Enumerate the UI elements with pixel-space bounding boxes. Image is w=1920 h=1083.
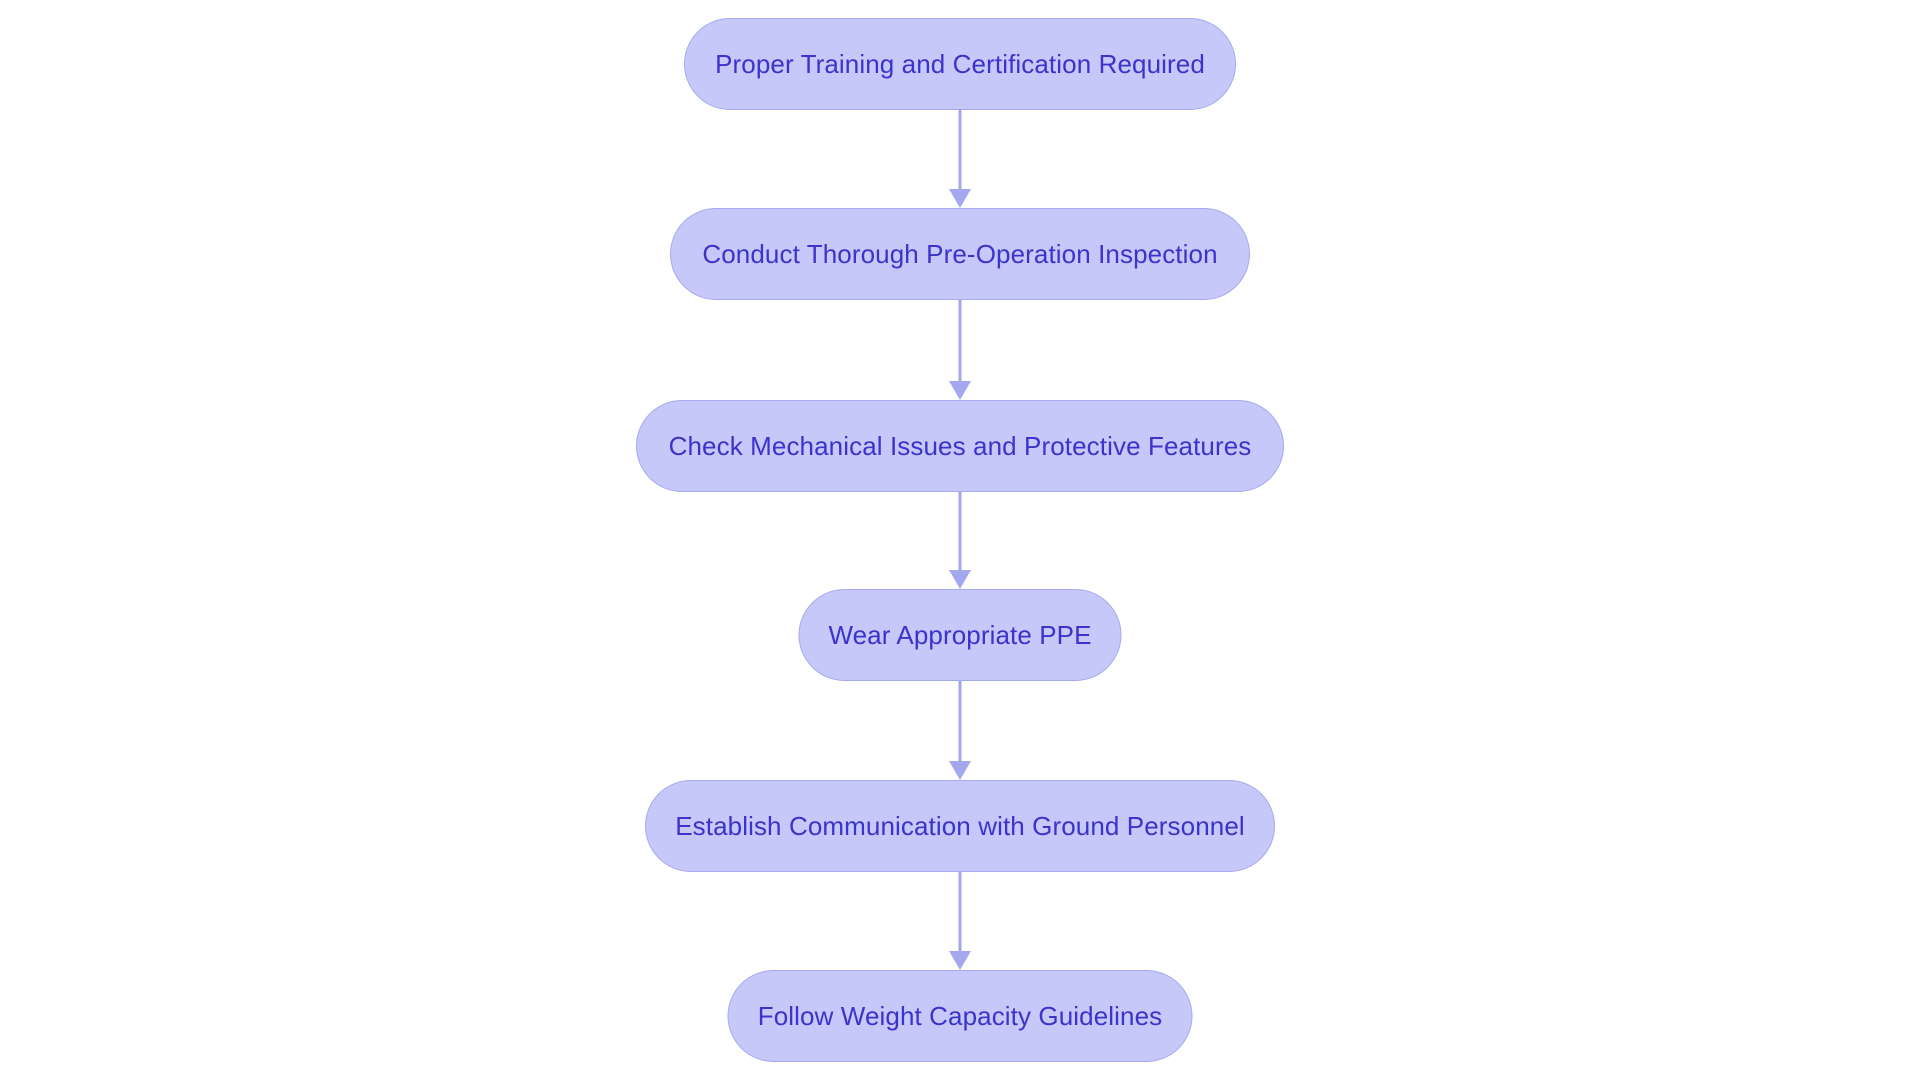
flowchart-edge-n2-n3	[947, 300, 973, 400]
flowchart-node-follow-weight-capacity[interactable]: Follow Weight Capacity Guidelines	[727, 970, 1193, 1062]
node-label: Check Mechanical Issues and Protective F…	[668, 431, 1252, 461]
node-label: Follow Weight Capacity Guidelines	[757, 1001, 1163, 1031]
flowchart-node-proper-training[interactable]: Proper Training and Certification Requir…	[684, 18, 1236, 110]
arrow-down-icon	[949, 761, 971, 780]
node-label: Wear Appropriate PPE	[828, 620, 1092, 650]
edge-line	[958, 492, 962, 570]
edge-line	[958, 300, 962, 381]
flowchart-node-check-mechanical-issues[interactable]: Check Mechanical Issues and Protective F…	[636, 400, 1284, 492]
flowchart-edge-n4-n5	[947, 681, 973, 780]
arrow-down-icon	[949, 381, 971, 400]
flowchart-edge-n3-n4	[947, 492, 973, 589]
edge-line	[958, 110, 962, 189]
edge-line	[958, 872, 962, 951]
node-label: Conduct Thorough Pre-Operation Inspectio…	[702, 239, 1218, 269]
flowchart-edge-n1-n2	[947, 110, 973, 208]
node-label: Proper Training and Certification Requir…	[715, 49, 1205, 79]
flowchart-node-pre-operation-inspection[interactable]: Conduct Thorough Pre-Operation Inspectio…	[670, 208, 1250, 300]
arrow-down-icon	[949, 951, 971, 970]
arrow-down-icon	[949, 189, 971, 208]
arrow-down-icon	[949, 570, 971, 589]
node-label: Establish Communication with Ground Pers…	[675, 811, 1245, 841]
flowchart-node-establish-communication[interactable]: Establish Communication with Ground Pers…	[645, 780, 1275, 872]
flowchart-edge-n5-n6	[947, 872, 973, 970]
edge-line	[958, 681, 962, 761]
flowchart-node-wear-appropriate-ppe[interactable]: Wear Appropriate PPE	[798, 589, 1122, 681]
